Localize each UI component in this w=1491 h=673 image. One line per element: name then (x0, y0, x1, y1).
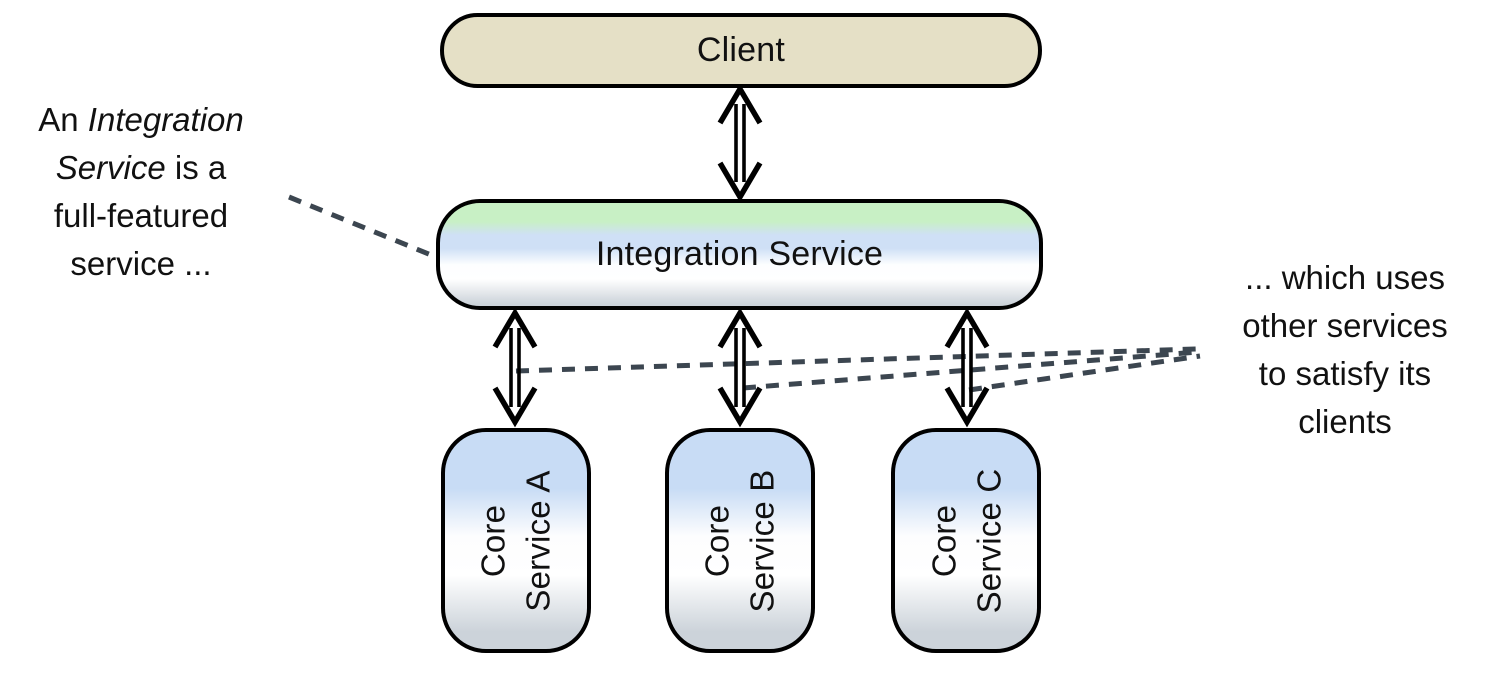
right-leader-dashed-line-b (742, 349, 1199, 391)
left-leader-dashed-line (288, 194, 437, 260)
core-service-a-node: Core Service A (441, 428, 591, 653)
core-service-b-node-label: Core Service B (699, 468, 781, 613)
right-annotation-line-3: to satisfy its (1258, 355, 1432, 392)
client-node-label: Client (696, 31, 786, 70)
double-arrow-icon-core-c (944, 307, 990, 428)
left-annotation-line-1: An Integration (38, 101, 244, 138)
right-leader-dashed-line-c (968, 353, 1201, 393)
core-service-c-node-label: Core Service C (925, 468, 1007, 613)
integration-service-node: Integration Service (436, 199, 1043, 310)
left-annotation: An Integration Service is a full-feature… (0, 96, 282, 288)
left-annotation-line-2: Service is a (55, 149, 227, 186)
right-annotation-line-1: ... which uses (1245, 259, 1445, 296)
left-annotation-line-3: full-featured (53, 197, 229, 234)
core-service-a-node-label: Core Service A (474, 469, 557, 612)
right-annotation: ... which uses other services to satisfy… (1202, 254, 1488, 446)
right-annotation-line-2: other services (1242, 307, 1448, 344)
core-service-b-node: Core Service B (665, 428, 815, 653)
double-arrow-icon-core-b (717, 307, 763, 428)
core-service-c-node: Core Service C (891, 428, 1041, 653)
right-annotation-line-4: clients (1298, 403, 1392, 440)
client-node: Client (440, 13, 1042, 88)
double-arrow-icon-client-integration (717, 83, 763, 203)
integration-service-node-label: Integration Service (595, 235, 884, 274)
left-annotation-line-4: service ... (70, 245, 212, 282)
double-arrow-icon-core-a (492, 307, 538, 428)
